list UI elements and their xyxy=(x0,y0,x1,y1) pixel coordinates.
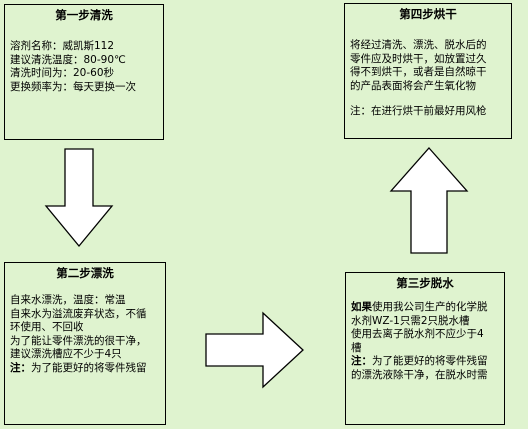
step1-line: 清洗时间为：20-60秒 xyxy=(10,67,115,80)
step2-body: 自来水漂洗，温度：常温 自来水为溢流废弃状态，不循 环使用、不回收 为了能让零件… xyxy=(5,294,165,376)
step3-line: 槽 xyxy=(351,341,362,354)
step1-title: 第一步清洗 xyxy=(55,8,113,22)
step1-line: 溶剂名称：威凯斯112 xyxy=(10,40,115,52)
step2-box: 第二步漂洗 自来水漂洗，温度：常温 自来水为溢流废弃状态，不循 环使用、不回收 … xyxy=(4,262,166,425)
step3-title: 第三步脱水 xyxy=(396,276,454,290)
step4-title: 第四步烘干 xyxy=(399,7,457,21)
step3-note-label: 注： xyxy=(351,355,372,368)
step1-line: 建议清洗温度：80-90℃ xyxy=(10,53,126,66)
step3-line: 使用去离子脱水剂不应少于4 xyxy=(351,328,484,341)
step2-title: 第二步漂洗 xyxy=(56,266,114,280)
step4-line: 得不到烘干，或者是自然晾干 xyxy=(350,66,487,79)
step2-line: 为了能让零件漂洗的很干净， xyxy=(10,334,147,347)
arrow-down-icon xyxy=(44,148,114,248)
step2-line: 环使用、不回收 xyxy=(10,321,84,334)
step3-note-text: 为了能更好的将零件残留 xyxy=(372,355,488,368)
step2-line: 自来水为溢流废弃状态，不循 xyxy=(10,307,147,320)
step2-line: 建议漂洗槽应不少于4只 xyxy=(10,348,122,361)
step2-note: 注：为了能更好的将零件残留 xyxy=(10,362,160,376)
step1-line: 更换频率为：每天更换一次 xyxy=(10,80,136,93)
step4-line: 的产品表面将会产生氧化物 xyxy=(350,79,476,92)
step4-line: 零件应及时烘干，如放置过久 xyxy=(350,52,487,65)
step1-body: 溶剂名称：威凯斯112 建议清洗温度：80-90℃ 清洗时间为：20-60秒 更… xyxy=(5,40,163,94)
step3-text: 使用我公司生产的化学脱 xyxy=(372,301,488,313)
step4-box: 第四步烘干 将经过清洗、漂洗、脱水后的 零件应及时烘干，如放置过久 得不到烘干，… xyxy=(344,3,512,139)
step4-note: 注：在进行烘干前最好用风枪 xyxy=(350,105,487,118)
arrow-right-icon xyxy=(205,311,304,389)
step3-line: 的漂洗液除干净，在脱水时需 xyxy=(351,368,488,381)
step4-body: 将经过清洗、漂洗、脱水后的 零件应及时烘干，如放置过久 得不到烘干，或者是自然晾… xyxy=(345,39,511,119)
step1-box: 第一步清洗 溶剂名称：威凯斯112 建议清洗温度：80-90℃ 清洗时间为：20… xyxy=(4,4,164,140)
step3-body: 如果使用我公司生产的化学脱 水剂WZ-1只需2只脱水槽 使用去离子脱水剂不应少于… xyxy=(346,301,504,383)
step3-bold-word: 如果 xyxy=(351,301,372,313)
step3-note: 注：为了能更好的将零件残留 xyxy=(351,355,499,369)
step3-line: 水剂WZ-1只需2只脱水槽 xyxy=(351,314,470,327)
step3-box: 第三步脱水 如果使用我公司生产的化学脱 水剂WZ-1只需2只脱水槽 使用去离子脱… xyxy=(345,272,505,425)
step4-line: 将经过清洗、漂洗、脱水后的 xyxy=(350,39,487,51)
step2-line: 自来水漂洗，温度：常温 xyxy=(10,294,126,306)
step2-note-label: 注： xyxy=(10,361,31,374)
arrow-up-icon xyxy=(389,147,469,254)
step2-note-text: 为了能更好的将零件残留 xyxy=(31,361,147,374)
step3-line: 如果使用我公司生产的化学脱 xyxy=(351,301,499,315)
